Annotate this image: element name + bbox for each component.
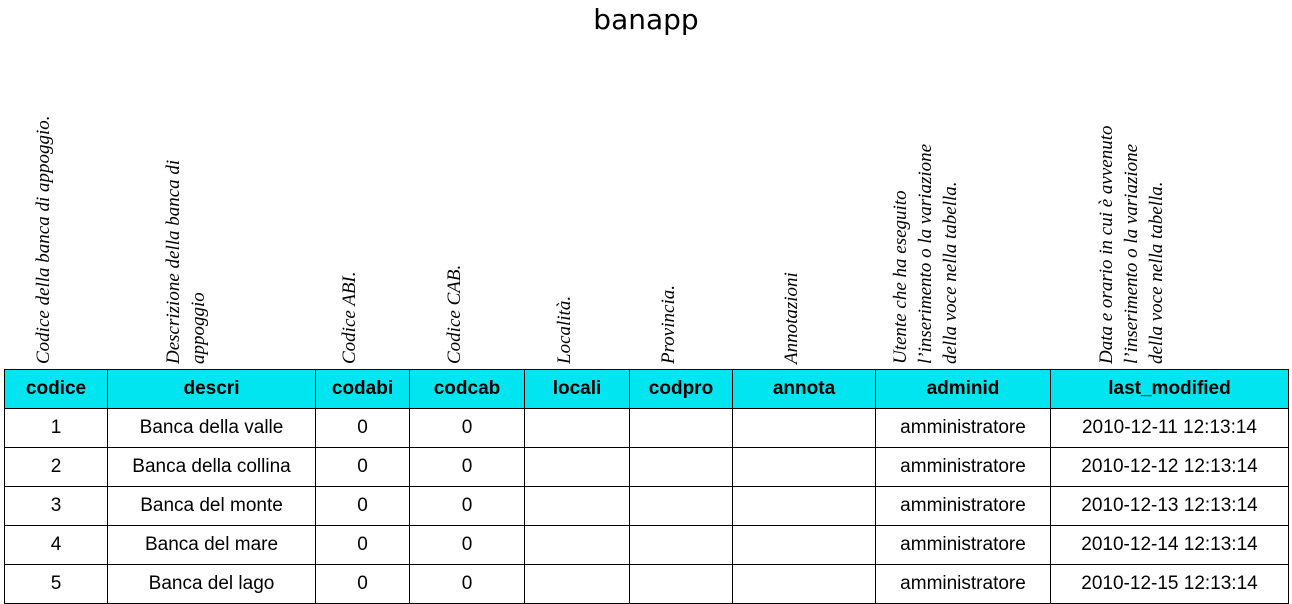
description-text: Codice CAB. bbox=[443, 264, 465, 364]
description-annota: Annotazioni bbox=[732, 42, 875, 368]
page-title: banapp bbox=[593, 3, 699, 36]
table-cell bbox=[732, 525, 876, 565]
table-cell: amministratore bbox=[875, 564, 1051, 604]
table-cell: 5 bbox=[4, 564, 108, 604]
table-cell bbox=[732, 408, 876, 448]
table-cell: 2010-12-14 12:13:14 bbox=[1050, 525, 1289, 565]
description-locali: Località. bbox=[524, 42, 629, 368]
column-header: last_modified bbox=[1050, 369, 1289, 409]
table-cell bbox=[732, 447, 876, 487]
table-row: 4 Banca del mare 0 0 amministratore 2010… bbox=[4, 525, 1289, 565]
table-cell: amministratore bbox=[875, 408, 1051, 448]
description-codcab: Codice CAB. bbox=[409, 42, 524, 368]
table-cell bbox=[732, 486, 876, 526]
table-row: 2 Banca della collina 0 0 amministratore… bbox=[4, 447, 1289, 487]
table-cell bbox=[629, 486, 733, 526]
description-codpro: Provincia. bbox=[629, 42, 732, 368]
table-cell: 0 bbox=[315, 564, 410, 604]
table-cell: 2010-12-13 12:13:14 bbox=[1050, 486, 1289, 526]
description-text: Codice della banca di appoggio. bbox=[32, 115, 54, 364]
table-row: 3 Banca del monte 0 0 amministratore 201… bbox=[4, 486, 1289, 526]
description-text: Codice ABI. bbox=[339, 271, 360, 364]
table-cell: 0 bbox=[409, 447, 525, 487]
table-cell bbox=[629, 564, 733, 604]
description-text: Provincia. bbox=[657, 285, 679, 364]
table-cell: 0 bbox=[409, 525, 525, 565]
table-row: 5 Banca del lago 0 0 amministratore 2010… bbox=[4, 564, 1289, 604]
column-header: annota bbox=[732, 369, 876, 409]
table-cell: amministratore bbox=[875, 525, 1051, 565]
table-cell: amministratore bbox=[875, 486, 1051, 526]
table-cell: Banca della valle bbox=[107, 408, 316, 448]
table-cell bbox=[524, 447, 630, 487]
column-header: codice bbox=[4, 369, 108, 409]
table-cell bbox=[629, 525, 733, 565]
description-adminid: Utente che ha eseguito l’inserimento o l… bbox=[875, 42, 1050, 368]
table-cell: 0 bbox=[315, 525, 410, 565]
table-cell bbox=[524, 486, 630, 526]
column-header: codpro bbox=[629, 369, 733, 409]
table-cell: 2010-12-11 12:13:14 bbox=[1050, 408, 1289, 448]
column-descriptions: Codice della banca di appoggio. Descrizi… bbox=[0, 42, 1292, 368]
table-cell bbox=[732, 564, 876, 604]
table-cell: 0 bbox=[409, 486, 525, 526]
table-cell: amministratore bbox=[875, 447, 1051, 487]
description-codice: Codice della banca di appoggio. bbox=[4, 42, 107, 368]
table-cell bbox=[524, 408, 630, 448]
column-header: codcab bbox=[409, 369, 525, 409]
column-header: descri bbox=[107, 369, 316, 409]
description-last-modified: Data e orario in cui è avvenuto l’inseri… bbox=[1050, 42, 1288, 368]
column-header: codabi bbox=[315, 369, 410, 409]
column-header: adminid bbox=[875, 369, 1051, 409]
table-cell: 0 bbox=[409, 564, 525, 604]
table-cell: 0 bbox=[315, 447, 410, 487]
description-text: Utente che ha eseguito l’inserimento o l… bbox=[889, 143, 961, 364]
table-cell: 0 bbox=[409, 408, 525, 448]
description-descri: Descrizione della banca di appoggio bbox=[107, 42, 315, 368]
description-codabi: Codice ABI. bbox=[315, 42, 409, 368]
table-cell bbox=[524, 525, 630, 565]
table-cell: 0 bbox=[315, 408, 410, 448]
description-text: Descrizione della banca di appoggio bbox=[163, 159, 209, 364]
table-cell: 1 bbox=[4, 408, 108, 448]
description-text: Data e orario in cui è avvenuto l’inseri… bbox=[1096, 125, 1167, 364]
table-cell bbox=[629, 447, 733, 487]
table-cell: 0 bbox=[315, 486, 410, 526]
table-cell: Banca del lago bbox=[107, 564, 316, 604]
description-text: Annotazioni bbox=[780, 272, 802, 364]
table-row: 1 Banca della valle 0 0 amministratore 2… bbox=[4, 408, 1289, 448]
table-header-row: codice descri codabi codcab locali codpr… bbox=[4, 369, 1289, 409]
table-cell: Banca della collina bbox=[107, 447, 316, 487]
description-text: Località. bbox=[553, 295, 575, 364]
table-cell: Banca del mare bbox=[107, 525, 316, 565]
table-cell bbox=[524, 564, 630, 604]
table-cell: 2 bbox=[4, 447, 108, 487]
table-cell: 2010-12-12 12:13:14 bbox=[1050, 447, 1289, 487]
column-header: locali bbox=[524, 369, 630, 409]
table-cell bbox=[629, 408, 733, 448]
table-cell: 3 bbox=[4, 486, 108, 526]
table-cell: 4 bbox=[4, 525, 108, 565]
table-cell: 2010-12-15 12:13:14 bbox=[1050, 564, 1289, 604]
table-cell: Banca del monte bbox=[107, 486, 316, 526]
data-table: codice descri codabi codcab locali codpr… bbox=[4, 369, 1289, 604]
